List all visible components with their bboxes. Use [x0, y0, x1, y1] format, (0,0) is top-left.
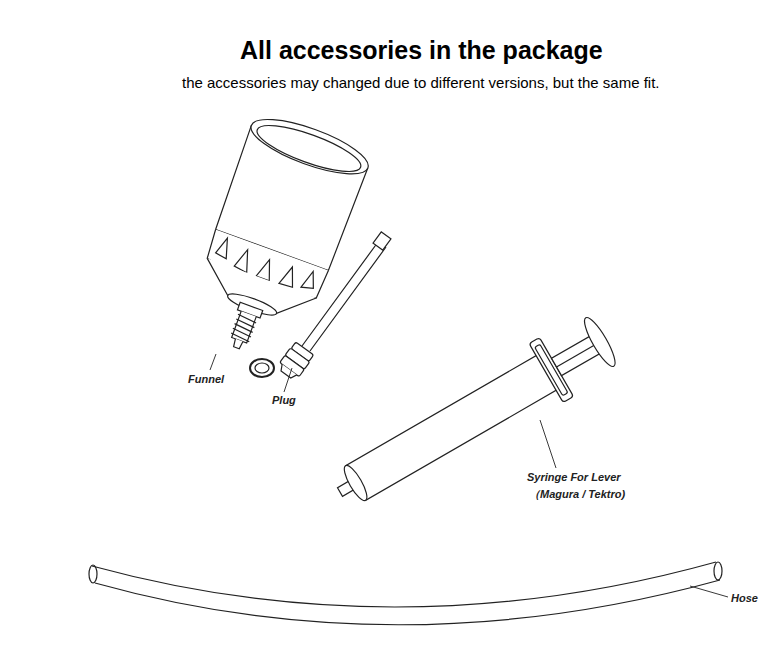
- plug-drawing: [250, 232, 391, 382]
- title: All accessories in the package: [240, 36, 603, 65]
- funnel-drawing: [178, 109, 374, 369]
- hose-drawing: [89, 562, 722, 625]
- part-name: Funnel: [188, 373, 224, 385]
- part-name: Syringe For Lever: [527, 471, 621, 483]
- part-name: Hose: [731, 592, 758, 604]
- part-name: （Magura / Tektro): [529, 487, 625, 502]
- part-name: Plug: [272, 394, 296, 406]
- leader-lines: [210, 354, 728, 597]
- subtitle-note: the accessories may changed due to diffe…: [182, 74, 660, 91]
